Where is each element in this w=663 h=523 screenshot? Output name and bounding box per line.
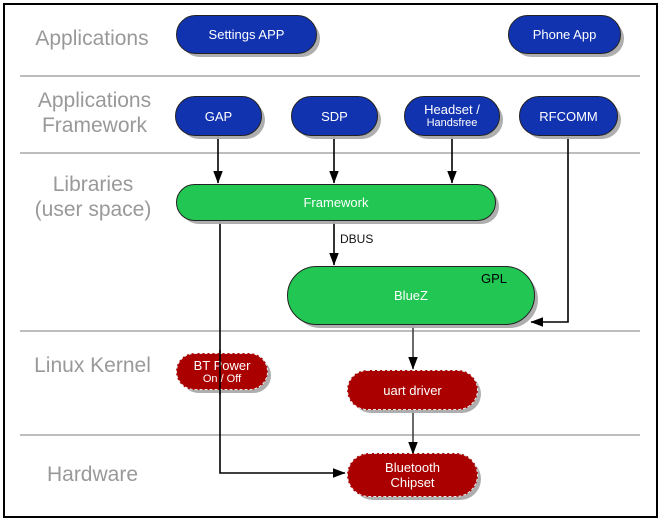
layer-label-libraries: Libraries (user space) [34, 173, 152, 221]
divider-applications [20, 75, 640, 77]
node-phone-app-label: Phone App [532, 27, 597, 42]
diagram-border [3, 3, 658, 518]
layer-label-applications-framework: Applications Framework [37, 89, 152, 137]
node-bt-power-sublabel: On / Off [202, 372, 242, 385]
node-bluetooth-chipset-sublabel: Chipset [390, 475, 435, 490]
node-settings-app[interactable]: Settings APP [176, 15, 317, 54]
node-headset-handsfree[interactable]: Headset / Handsfree [404, 96, 500, 136]
divider-libraries [20, 330, 640, 332]
node-bluez-label: BlueZ [394, 288, 428, 303]
node-rfcomm-label: RFCOMM [539, 108, 598, 124]
node-gap[interactable]: GAP [175, 96, 262, 136]
node-framework[interactable]: Framework [176, 184, 496, 221]
node-framework-label: Framework [303, 195, 369, 210]
node-bluez-gpl-badge: GPL [481, 271, 508, 286]
node-settings-app-label: Settings APP [208, 27, 285, 42]
node-bluetooth-chipset[interactable]: Bluetooth Chipset [347, 453, 478, 497]
node-headset-label: Headset / [424, 102, 480, 117]
layer-label-linux-kernel: Linux Kernel [34, 354, 151, 377]
node-uart-driver-label: uart driver [383, 382, 442, 398]
layer-label-applications: Applications [35, 27, 149, 50]
node-phone-app[interactable]: Phone App [508, 15, 621, 54]
node-headset-sublabel: Handsfree [426, 117, 478, 129]
node-sdp-label: SDP [321, 108, 348, 124]
divider-framework [20, 152, 640, 154]
node-sdp[interactable]: SDP [291, 96, 378, 136]
node-bt-power[interactable]: BT Power On / Off [176, 353, 268, 390]
node-rfcomm[interactable]: RFCOMM [519, 96, 618, 136]
node-gap-label: GAP [204, 108, 233, 124]
node-uart-driver[interactable]: uart driver [347, 370, 478, 410]
node-bluetooth-chipset-label: Bluetooth [385, 460, 440, 475]
layer-label-hardware: Hardware [46, 463, 139, 486]
edge-label-dbus: DBUS [340, 232, 374, 246]
node-bt-power-label: BT Power [193, 357, 251, 373]
divider-kernel [20, 434, 640, 436]
